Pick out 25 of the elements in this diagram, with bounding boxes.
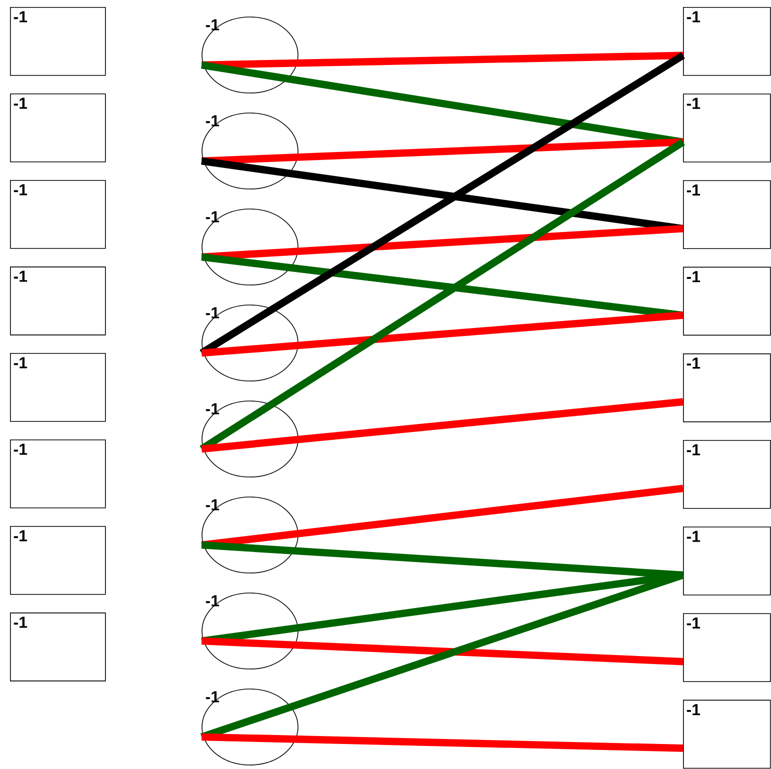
box: -1	[683, 526, 771, 596]
box: -1	[683, 613, 771, 682]
connector-line	[201, 637, 684, 666]
connector-line	[201, 224, 684, 261]
connector-line	[201, 398, 684, 453]
box: -1	[683, 700, 771, 769]
connector-line	[201, 541, 684, 579]
box: -1	[10, 180, 106, 249]
box: -1	[10, 440, 106, 508]
box: -1	[683, 94, 771, 162]
connector-line	[202, 733, 684, 752]
box: -1	[683, 180, 771, 250]
box: -1	[10, 94, 106, 162]
box: -1	[683, 7, 771, 76]
connector-line	[202, 52, 684, 69]
box: -1	[683, 440, 771, 509]
box: -1	[10, 526, 106, 595]
box: -1	[10, 353, 106, 422]
box: -1	[10, 266, 106, 336]
box: -1	[683, 266, 771, 336]
connector-line	[201, 138, 684, 165]
connector-line	[201, 312, 684, 357]
box: -1	[10, 612, 106, 682]
box: -1	[683, 353, 771, 422]
box: -1	[10, 7, 106, 76]
